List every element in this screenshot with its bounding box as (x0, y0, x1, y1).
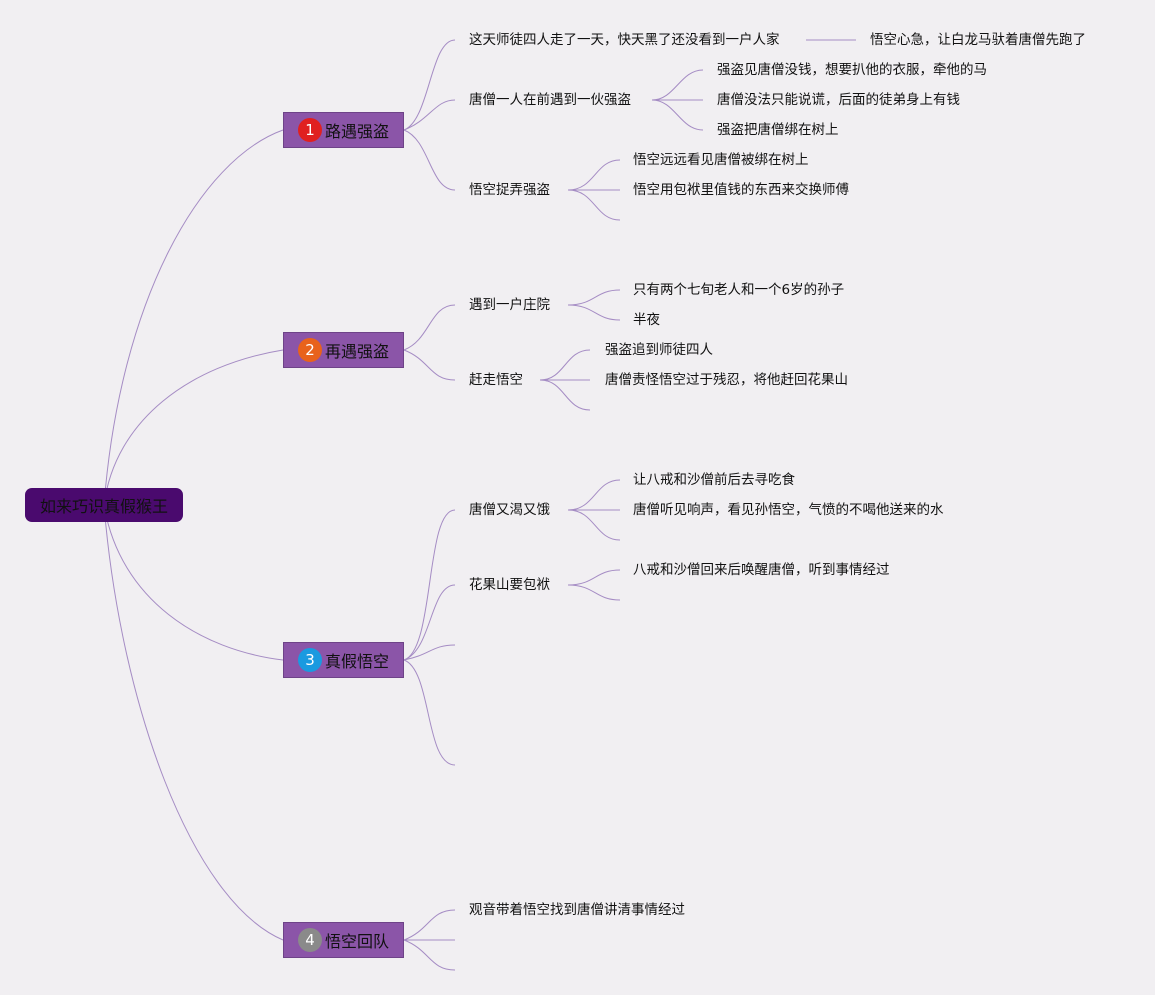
subtopic-b2-t2-s2[interactable]: 唐僧责怪悟空过于残忍，将他赶回花果山 (605, 372, 848, 388)
link-b4-t3 (403, 939, 456, 971)
link-b3-t1-s3 (567, 509, 621, 541)
link-b1-t2-s3 (651, 99, 704, 131)
link-root-branch4 (103, 504, 284, 941)
subtopic-b3-t1[interactable]: 唐僧又渴又饿 (469, 502, 550, 518)
link-root-branch2 (103, 349, 284, 506)
subtopic-b1-t2-s1[interactable]: 强盗见唐僧没钱，想要扒他的衣服，牵他的马 (717, 62, 987, 78)
number-2-badge-icon: 2 (298, 338, 322, 362)
link-b1-t2-s1 (651, 69, 704, 101)
link-b1-t3-s3 (567, 189, 621, 221)
subtopic-b3-t1-s2[interactable]: 唐僧听见响声，看见孙悟空，气愤的不喝他送来的水 (633, 502, 944, 518)
link-b2-t2-s3 (539, 379, 591, 411)
branch-topic-4-label: 悟空回队 (325, 932, 390, 951)
subtopic-b1-t1-s1[interactable]: 悟空心急，让白龙马驮着唐僧先跑了 (870, 32, 1086, 48)
branch-topic-4[interactable]: 4 悟空回队 (283, 922, 404, 958)
number-1-badge-icon: 1 (298, 118, 322, 142)
link-root-branch1 (103, 129, 284, 506)
link-b1-t1 (403, 39, 456, 131)
subtopic-b1-t2-s3[interactable]: 强盗把唐僧绑在树上 (717, 122, 839, 138)
subtopic-b1-t2-s2[interactable]: 唐僧没法只能说谎，后面的徒弟身上有钱 (717, 92, 960, 108)
subtopic-b1-t3[interactable]: 悟空捉弄强盗 (469, 182, 550, 198)
branch-topic-3[interactable]: 3 真假悟空 (283, 642, 404, 678)
branch-topic-2[interactable]: 2 再遇强盗 (283, 332, 404, 368)
subtopic-b3-t2-s1[interactable]: 八戒和沙僧回来后唤醒唐僧，听到事情经过 (633, 562, 890, 578)
link-b2-t1-s1 (567, 289, 621, 306)
link-b1-t2 (403, 99, 456, 131)
link-b1-t3 (403, 129, 456, 191)
branch-topic-2-label: 再遇强盗 (325, 342, 390, 361)
link-b3-t4 (403, 659, 456, 766)
subtopic-b3-t2[interactable]: 花果山要包袱 (469, 577, 550, 593)
link-b2-t2-s1 (539, 349, 591, 381)
link-b2-t2 (403, 349, 456, 381)
link-b2-t1-s2 (567, 304, 621, 321)
central-topic-label: 如来巧识真假猴王 (39, 497, 168, 516)
branch-topic-1[interactable]: 1 路遇强盗 (283, 112, 404, 148)
subtopic-b2-t1-s1[interactable]: 只有两个七旬老人和一个6岁的孙子 (633, 282, 845, 298)
subtopic-b1-t2[interactable]: 唐僧一人在前遇到一伙强盗 (469, 92, 631, 108)
link-b1-t3-s1 (567, 159, 621, 191)
link-b2-t1 (403, 304, 456, 351)
branch-topic-3-label: 真假悟空 (325, 652, 390, 671)
subtopic-b1-t1[interactable]: 这天师徒四人走了一天，快天黑了还没看到一户人家 (469, 32, 780, 48)
branch-topic-1-label: 路遇强盗 (325, 122, 390, 141)
central-topic[interactable]: 如来巧识真假猴王 (25, 488, 183, 522)
subtopic-b4-t1[interactable]: 观音带着悟空找到唐僧讲清事情经过 (469, 902, 685, 918)
subtopic-b1-t3-s1[interactable]: 悟空远远看见唐僧被绑在树上 (633, 152, 809, 168)
link-b3-t1-s1 (567, 479, 621, 511)
link-b4-t1 (403, 909, 456, 941)
link-b3-t1 (403, 509, 456, 661)
link-b3-t2-s1 (567, 569, 621, 586)
link-b3-t2 (403, 584, 456, 661)
link-root-branch3 (103, 504, 284, 661)
subtopic-b2-t1-s2[interactable]: 半夜 (633, 312, 660, 328)
subtopic-b3-t1-s1[interactable]: 让八戒和沙僧前后去寻吃食 (633, 472, 795, 488)
subtopic-b1-t3-s2[interactable]: 悟空用包袱里值钱的东西来交换师傅 (633, 182, 849, 198)
link-b3-t3 (403, 644, 456, 661)
subtopic-b2-t2-s1[interactable]: 强盗追到师徒四人 (605, 342, 713, 358)
subtopic-b2-t1[interactable]: 遇到一户庄院 (469, 297, 550, 313)
number-3-badge-icon: 3 (298, 648, 322, 672)
number-4-badge-icon: 4 (298, 928, 322, 952)
link-b3-t2-s2 (567, 584, 621, 601)
subtopic-b2-t2[interactable]: 赶走悟空 (469, 372, 523, 388)
